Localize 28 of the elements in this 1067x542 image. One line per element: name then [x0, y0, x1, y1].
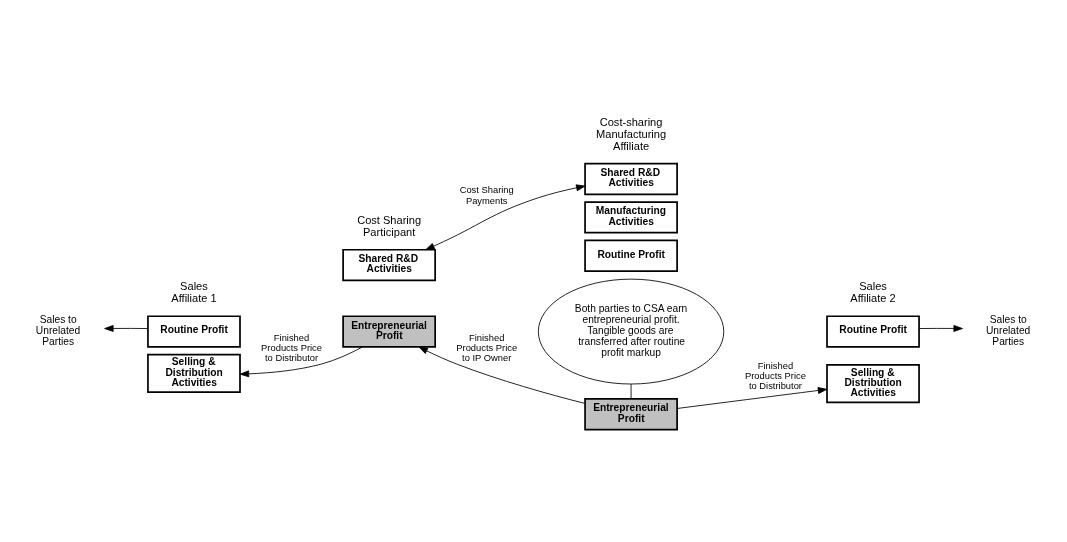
node-ellipse: Both parties to CSA earn entrepreneurial profit. Tangible goods are transferred after routine profit markup — [537, 278, 725, 384]
edge-label: Finished Products Price to Distributor — [745, 360, 806, 391]
connector — [630, 383, 632, 399]
node-box: Routine Profit — [584, 239, 678, 272]
edge-label: Cost Sharing Payments — [459, 184, 514, 206]
arrow — [239, 346, 363, 377]
node-text: Sales to Unrelated Parties — [985, 313, 1031, 347]
label: Cost-sharing Manufacturing Affiliate — [596, 115, 667, 152]
node-text: Sales to Unrelated Parties — [35, 313, 81, 347]
node-box: Routine Profit — [826, 314, 920, 348]
label: Sales Affiliate 2 — [850, 279, 896, 304]
arrow — [676, 386, 828, 409]
label: Sales Affiliate 1 — [171, 279, 217, 304]
arrow — [104, 324, 149, 332]
node-box: Manufacturing Activities — [584, 200, 678, 234]
node-box: Shared R&D Activities — [342, 248, 436, 281]
label: Cost Sharing Participant — [357, 213, 422, 238]
node-box: Routine Profit — [147, 314, 241, 348]
arrow — [918, 324, 963, 332]
edge-label: Finished Products Price to Distributor — [261, 332, 322, 363]
edge-label: Finished Products Price to IP Owner — [456, 332, 518, 363]
node-box: Selling & Distribution Activities — [826, 363, 920, 403]
node-box: Entrepreneurial Profit — [584, 397, 678, 430]
node-box: Selling & Distribution Activities — [147, 353, 241, 393]
node-box: Entrepreneurial Profit — [342, 314, 436, 348]
node-box: Shared R&D Activities — [584, 162, 678, 195]
arrow — [425, 183, 586, 250]
arrow — [418, 346, 586, 404]
